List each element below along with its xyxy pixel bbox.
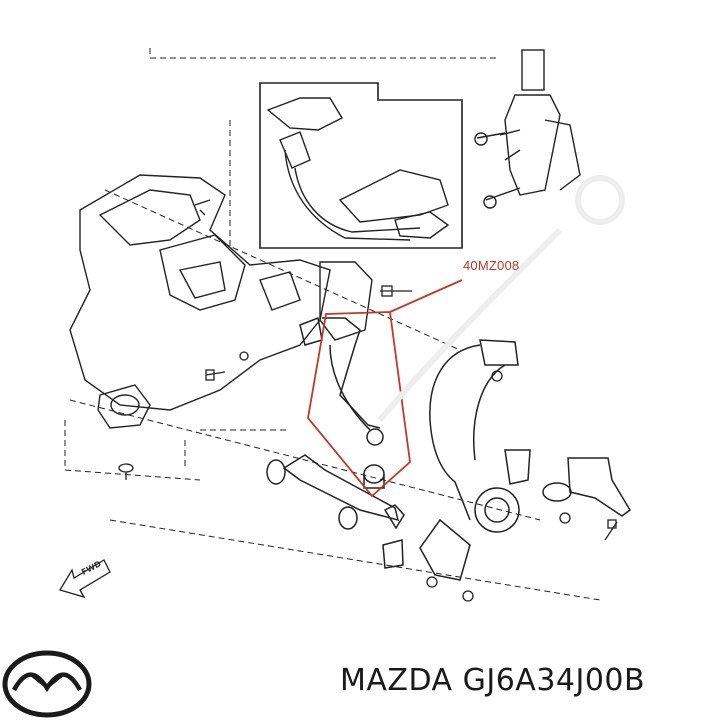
part-number-label: 40MZ008 [463, 258, 520, 273]
fwd-arrow-icon [59, 559, 111, 599]
mazda-logo-icon [2, 650, 92, 718]
part-number: GJ6A34J00B [462, 663, 646, 698]
inset-upper-arm [266, 97, 450, 241]
lower-control-arm [266, 454, 405, 569]
highlighted-arm [299, 316, 385, 489]
highlight-outline [307, 279, 463, 498]
steering-knuckle [419, 339, 531, 581]
fasteners [118, 285, 618, 602]
subframe [69, 174, 373, 429]
strut-assembly [474, 49, 581, 209]
brand-name: MAZDA [340, 663, 453, 698]
watermark [377, 175, 625, 422]
caption: MAZDA GJ6A34J00B [340, 663, 645, 698]
inset-box [259, 82, 463, 249]
leader-lines [64, 48, 601, 601]
ball-joint-bracket [542, 457, 631, 517]
